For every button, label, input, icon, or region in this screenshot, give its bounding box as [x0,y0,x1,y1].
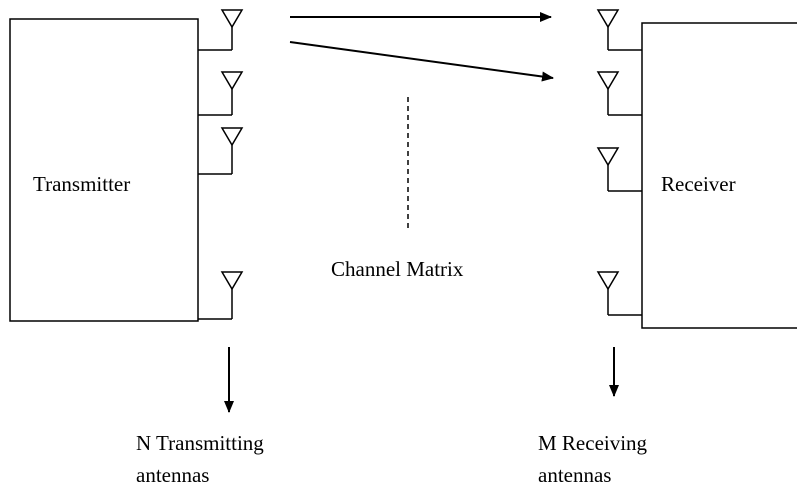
tx-antenna-2 [198,71,244,116]
channel-arrow-cross [289,41,554,82]
rx-antenna-1 [596,9,642,51]
rx-antenna-3 [596,147,642,192]
tx-antenna-1 [198,9,244,51]
channel-matrix-label: Channel Matrix [331,257,464,281]
receiver-label: Receiver [661,172,736,196]
transmitter-box [9,18,199,322]
rx-antenna-2 [596,71,642,116]
transmitter-label: Transmitter [33,172,131,196]
tx-antennas-label-line1: N Transmitting [136,431,264,455]
tx-antenna-4 [198,271,244,320]
rx-antennas-label-line2: antennas [538,463,612,487]
receiver-box [641,22,797,329]
rx-antennas-label-line1: M Receiving [538,431,648,455]
tx-antenna-3 [198,127,244,175]
tx-antennas-label-line2: antennas [136,463,210,487]
rx-antenna-4 [596,271,642,316]
